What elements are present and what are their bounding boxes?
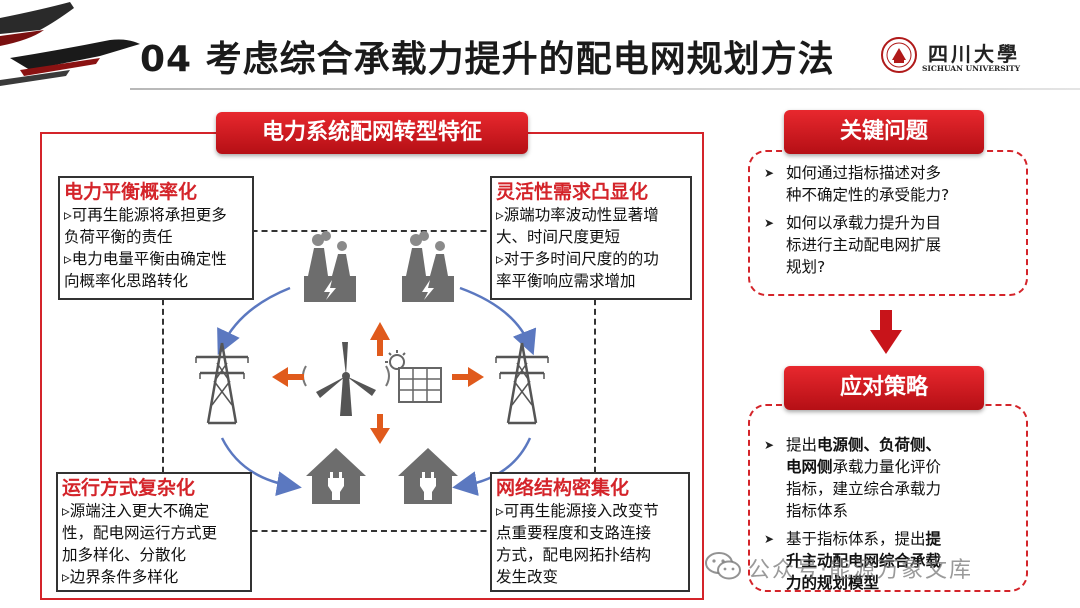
feature-line: 方式，配电网拓扑结构	[496, 546, 652, 564]
feature-line: 负荷平衡的责任	[64, 228, 173, 246]
strategy-bold-text: 电源侧、负荷侧、	[817, 436, 942, 454]
feature-title: 运行方式复杂化	[62, 477, 196, 499]
power-plant-icon	[304, 231, 356, 302]
arrow-bullet-icon: ➤	[764, 438, 775, 452]
strategy-bold-text: 提	[925, 530, 942, 548]
arrow-bullet-icon: ➤	[764, 532, 775, 546]
dashed-frame	[162, 230, 596, 532]
flow-arrow	[452, 437, 532, 496]
feature-line: 加多样化、分散化	[62, 546, 187, 564]
temple-roof-decoration	[0, 2, 140, 86]
arrow-left	[272, 367, 304, 387]
page-title: 04 考虑综合承载力提升的配电网规划方法	[140, 39, 835, 80]
key-issues-box: ➤ 如何通过指标描述对多 种不确定性的承受能力? ➤ 如何以承载力提升为目 标进…	[748, 150, 1028, 296]
transformation-heading: 电力系统配网转型特征	[216, 112, 528, 154]
strategy-bold-text: 电网侧	[786, 458, 833, 476]
strategy-text: 基于指标体系，提出	[786, 530, 926, 548]
house-plug-icon	[306, 448, 366, 504]
arrow-bullet-icon: ➤	[764, 166, 775, 180]
feature-line: 大、时间尺度更短	[496, 228, 621, 246]
feature-line: ▹电力电量平衡由确定性	[64, 250, 227, 268]
feature-box-operation: 运行方式复杂化 ▹源端注入更大不确定 性，配电网运行方式更 加多样化、分散化 ▹…	[56, 472, 252, 592]
house-plug-icon	[398, 448, 458, 504]
strategy-text: 承载力量化评价	[832, 458, 942, 476]
title-divider	[130, 88, 1080, 90]
flow-arrow	[220, 437, 302, 496]
watermark-text: 公众号·能源万象文库	[748, 558, 973, 583]
feature-line: ▹对于多时间尺度的的功	[496, 250, 659, 268]
issue-line: 如何以承载力提升为目	[786, 214, 942, 232]
feature-line: ▹可再生能源将承担更多	[64, 206, 227, 224]
watermark: 公众号·能源万象文库	[704, 548, 1080, 588]
feature-line: 率平衡响应需求增加	[496, 272, 636, 290]
power-plant-icon	[402, 231, 454, 302]
issue-line: 规划?	[786, 258, 826, 276]
feature-title: 网络结构密集化	[496, 477, 630, 499]
wechat-icon	[705, 552, 741, 580]
feature-line: 性，配电网运行方式更	[62, 524, 218, 542]
feature-line: ▹源端注入更大不确定	[62, 502, 210, 520]
flow-arrow	[459, 286, 537, 356]
strategy-item: ➤ 基于指标体系，提出提 升主动配电网综合承载 力的规划模型	[764, 528, 1016, 594]
feature-box-flexibility: 灵活性需求凸显化 ▹源端功率波动性显著增 大、时间尺度更短 ▹对于多时间尺度的的…	[490, 176, 692, 300]
transmission-tower-icon	[494, 341, 550, 425]
university-seal-icon	[881, 37, 917, 73]
strategy-text: 指标体系	[786, 502, 849, 520]
arrow-up	[370, 322, 390, 356]
feature-box-power-balance: 电力平衡概率化 ▹可再生能源将承担更多 负荷平衡的责任 ▹电力电量平衡由确定性 …	[58, 176, 254, 300]
issue-line: 种不确定性的承受能力?	[786, 186, 950, 204]
solar-panel-icon	[385, 350, 442, 403]
strategy-item: ➤ 提出电源侧、负荷侧、 电网侧承载力量化评价 指标，建立综合承载力 指标体系	[764, 434, 1016, 522]
feature-title: 灵活性需求凸显化	[496, 181, 649, 203]
down-arrow-icon	[870, 310, 902, 354]
arrow-right	[452, 367, 484, 387]
key-issues-heading: 关键问题	[784, 110, 984, 154]
feature-title: 电力平衡概率化	[64, 181, 198, 203]
feature-line: ▹边界条件多样化	[62, 568, 179, 586]
strategy-text: 指标，建立综合承载力	[786, 480, 942, 498]
arrow-down	[370, 414, 390, 444]
feature-line: 发生改变	[496, 568, 559, 586]
university-name: 四川大學	[928, 42, 1020, 66]
university-name-en: SICHUAN UNIVERSITY	[922, 64, 1021, 73]
feature-line: 向概率化思路转化	[64, 272, 189, 290]
issue-line: 如何通过指标描述对多	[786, 164, 942, 182]
arrow-bullet-icon: ➤	[764, 216, 775, 230]
feature-box-network: 网络结构密集化 ▹可再生能源接入改变节 点重要程度和支路连接 方式，配电网拓扑结…	[490, 472, 690, 592]
strategy-box: ➤ 提出电源侧、负荷侧、 电网侧承载力量化评价 指标，建立综合承载力 指标体系 …	[748, 404, 1028, 592]
wind-turbine-icon	[302, 342, 390, 416]
issue-line: 标进行主动配电网扩展	[786, 236, 942, 254]
energy-diagram	[194, 231, 550, 504]
strategy-text: 提出	[786, 436, 818, 454]
transmission-tower-icon	[194, 341, 250, 425]
strategy-bold-text: 升主动配电网综合承载	[786, 552, 942, 570]
flow-arrow	[217, 286, 291, 356]
feature-line: ▹源端功率波动性显著增	[496, 206, 659, 224]
issue-item: ➤ 如何通过指标描述对多 种不确定性的承受能力?	[764, 162, 1016, 206]
feature-line: 点重要程度和支路连接	[496, 524, 652, 542]
strategy-bold-text: 力的规划模型	[786, 574, 880, 592]
strategy-heading: 应对策略	[784, 366, 984, 410]
feature-line: ▹可再生能源接入改变节	[496, 502, 659, 520]
issue-item: ➤ 如何以承载力提升为目 标进行主动配电网扩展 规划?	[764, 212, 1016, 278]
